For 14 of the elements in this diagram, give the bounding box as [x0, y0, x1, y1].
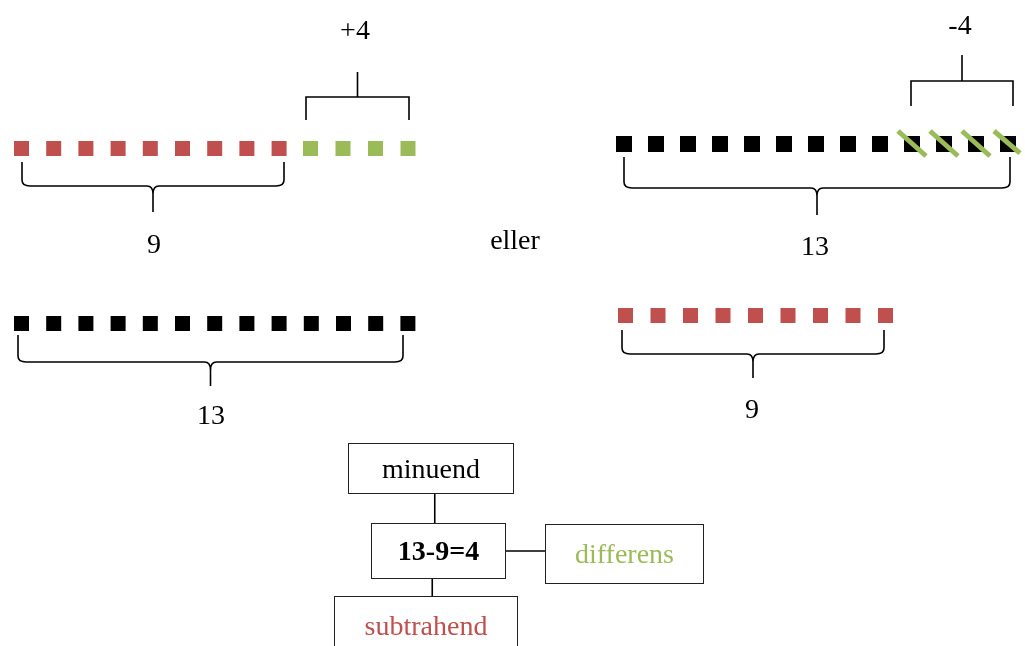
connector-word: eller [490, 224, 540, 256]
leader-line [505, 550, 546, 552]
term-box: differens [545, 524, 704, 584]
leader-line [431, 578, 434, 597]
equation-box: 13-9=4 [371, 523, 506, 579]
term-box: minuend [348, 443, 514, 494]
leader-line [433, 493, 436, 524]
count-label: 9 [147, 228, 161, 260]
change-label: +4 [340, 14, 370, 46]
change-label: -4 [948, 9, 972, 41]
count-label: 13 [197, 399, 225, 431]
term-box: subtrahend [334, 596, 518, 646]
count-label: 13 [801, 230, 829, 262]
count-label: 9 [745, 393, 759, 425]
